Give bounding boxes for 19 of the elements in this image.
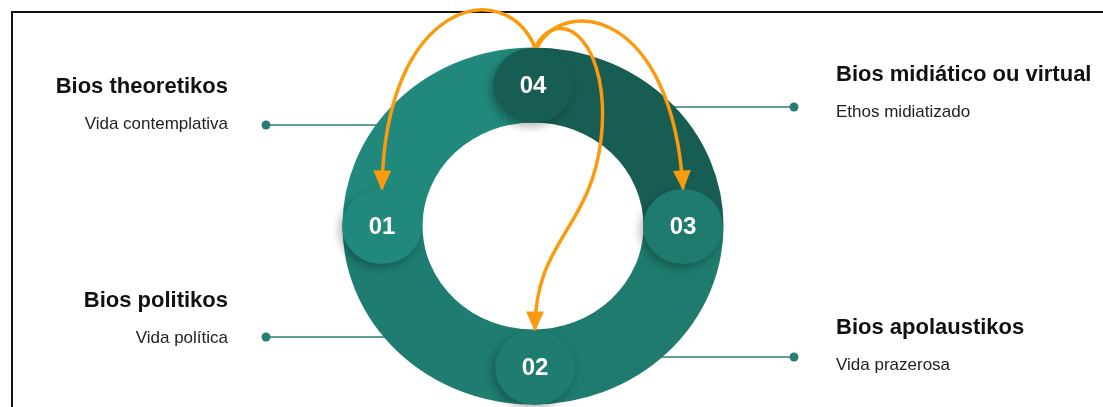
- description: Vida prazerosa: [836, 354, 952, 376]
- step-number: 03: [669, 214, 697, 238]
- arrow: [526, 26, 605, 332]
- step-number: 04: [519, 73, 547, 97]
- description: Vida contemplativa: [83, 113, 228, 135]
- arrow: [374, 8, 537, 191]
- leader-line: [261, 332, 386, 342]
- heading: Bios apolaustikos: [836, 313, 1026, 341]
- leader-line: [661, 352, 799, 362]
- heading: Bios midiático ou virtual: [836, 60, 1093, 88]
- leader-line: [673, 102, 799, 112]
- step-number: 02: [521, 355, 549, 379]
- heading: Bios politikos: [82, 286, 228, 314]
- description: Vida política: [134, 327, 228, 349]
- description: Ethos midiatizado: [836, 101, 972, 123]
- leader-line: [261, 120, 379, 130]
- step-number: 01: [368, 214, 396, 238]
- arrow: [535, 19, 690, 191]
- heading: Bios theoretikos: [54, 72, 228, 100]
